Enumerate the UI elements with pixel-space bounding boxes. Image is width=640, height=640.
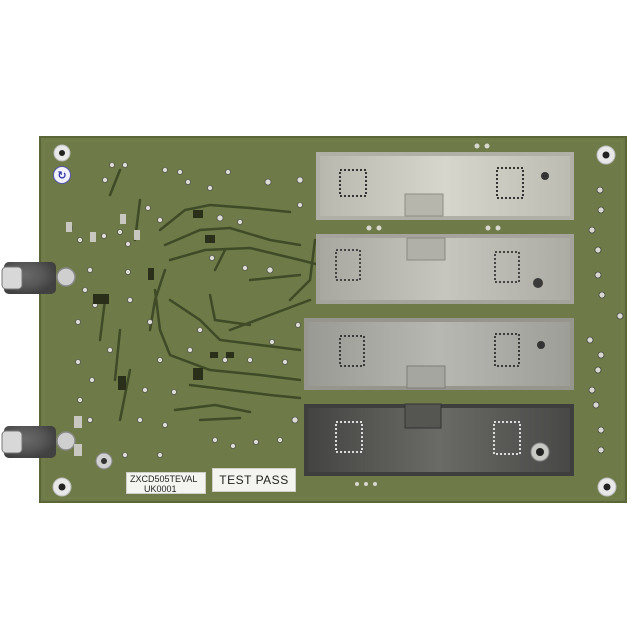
- model-name: ZXCD505TEVAL: [130, 474, 198, 484]
- edge-vias: [586, 186, 624, 454]
- shield-can-4: [304, 403, 574, 486]
- pcb-traces: [98, 168, 322, 422]
- rca-connector-icon: [1, 426, 76, 458]
- model-label: ZXCD505TEVAL UK0001: [126, 472, 206, 494]
- logo-icon: ↻: [53, 166, 71, 184]
- mounting-hole-icon: [596, 145, 616, 165]
- rca-connector-icon: [1, 262, 76, 294]
- mounting-hole-icon: [53, 144, 71, 162]
- pcb-components: [93, 210, 234, 390]
- pcb-vias: [67, 162, 304, 458]
- test-pass-label: TEST PASS: [212, 468, 296, 492]
- mounting-hole-icon: [52, 477, 72, 497]
- shield-can-3: [304, 318, 574, 390]
- shield-can-2: [316, 225, 574, 304]
- serial-number: UK0001: [144, 484, 177, 494]
- shield-can-1: [316, 143, 574, 220]
- mounting-hole-icon: [597, 477, 617, 497]
